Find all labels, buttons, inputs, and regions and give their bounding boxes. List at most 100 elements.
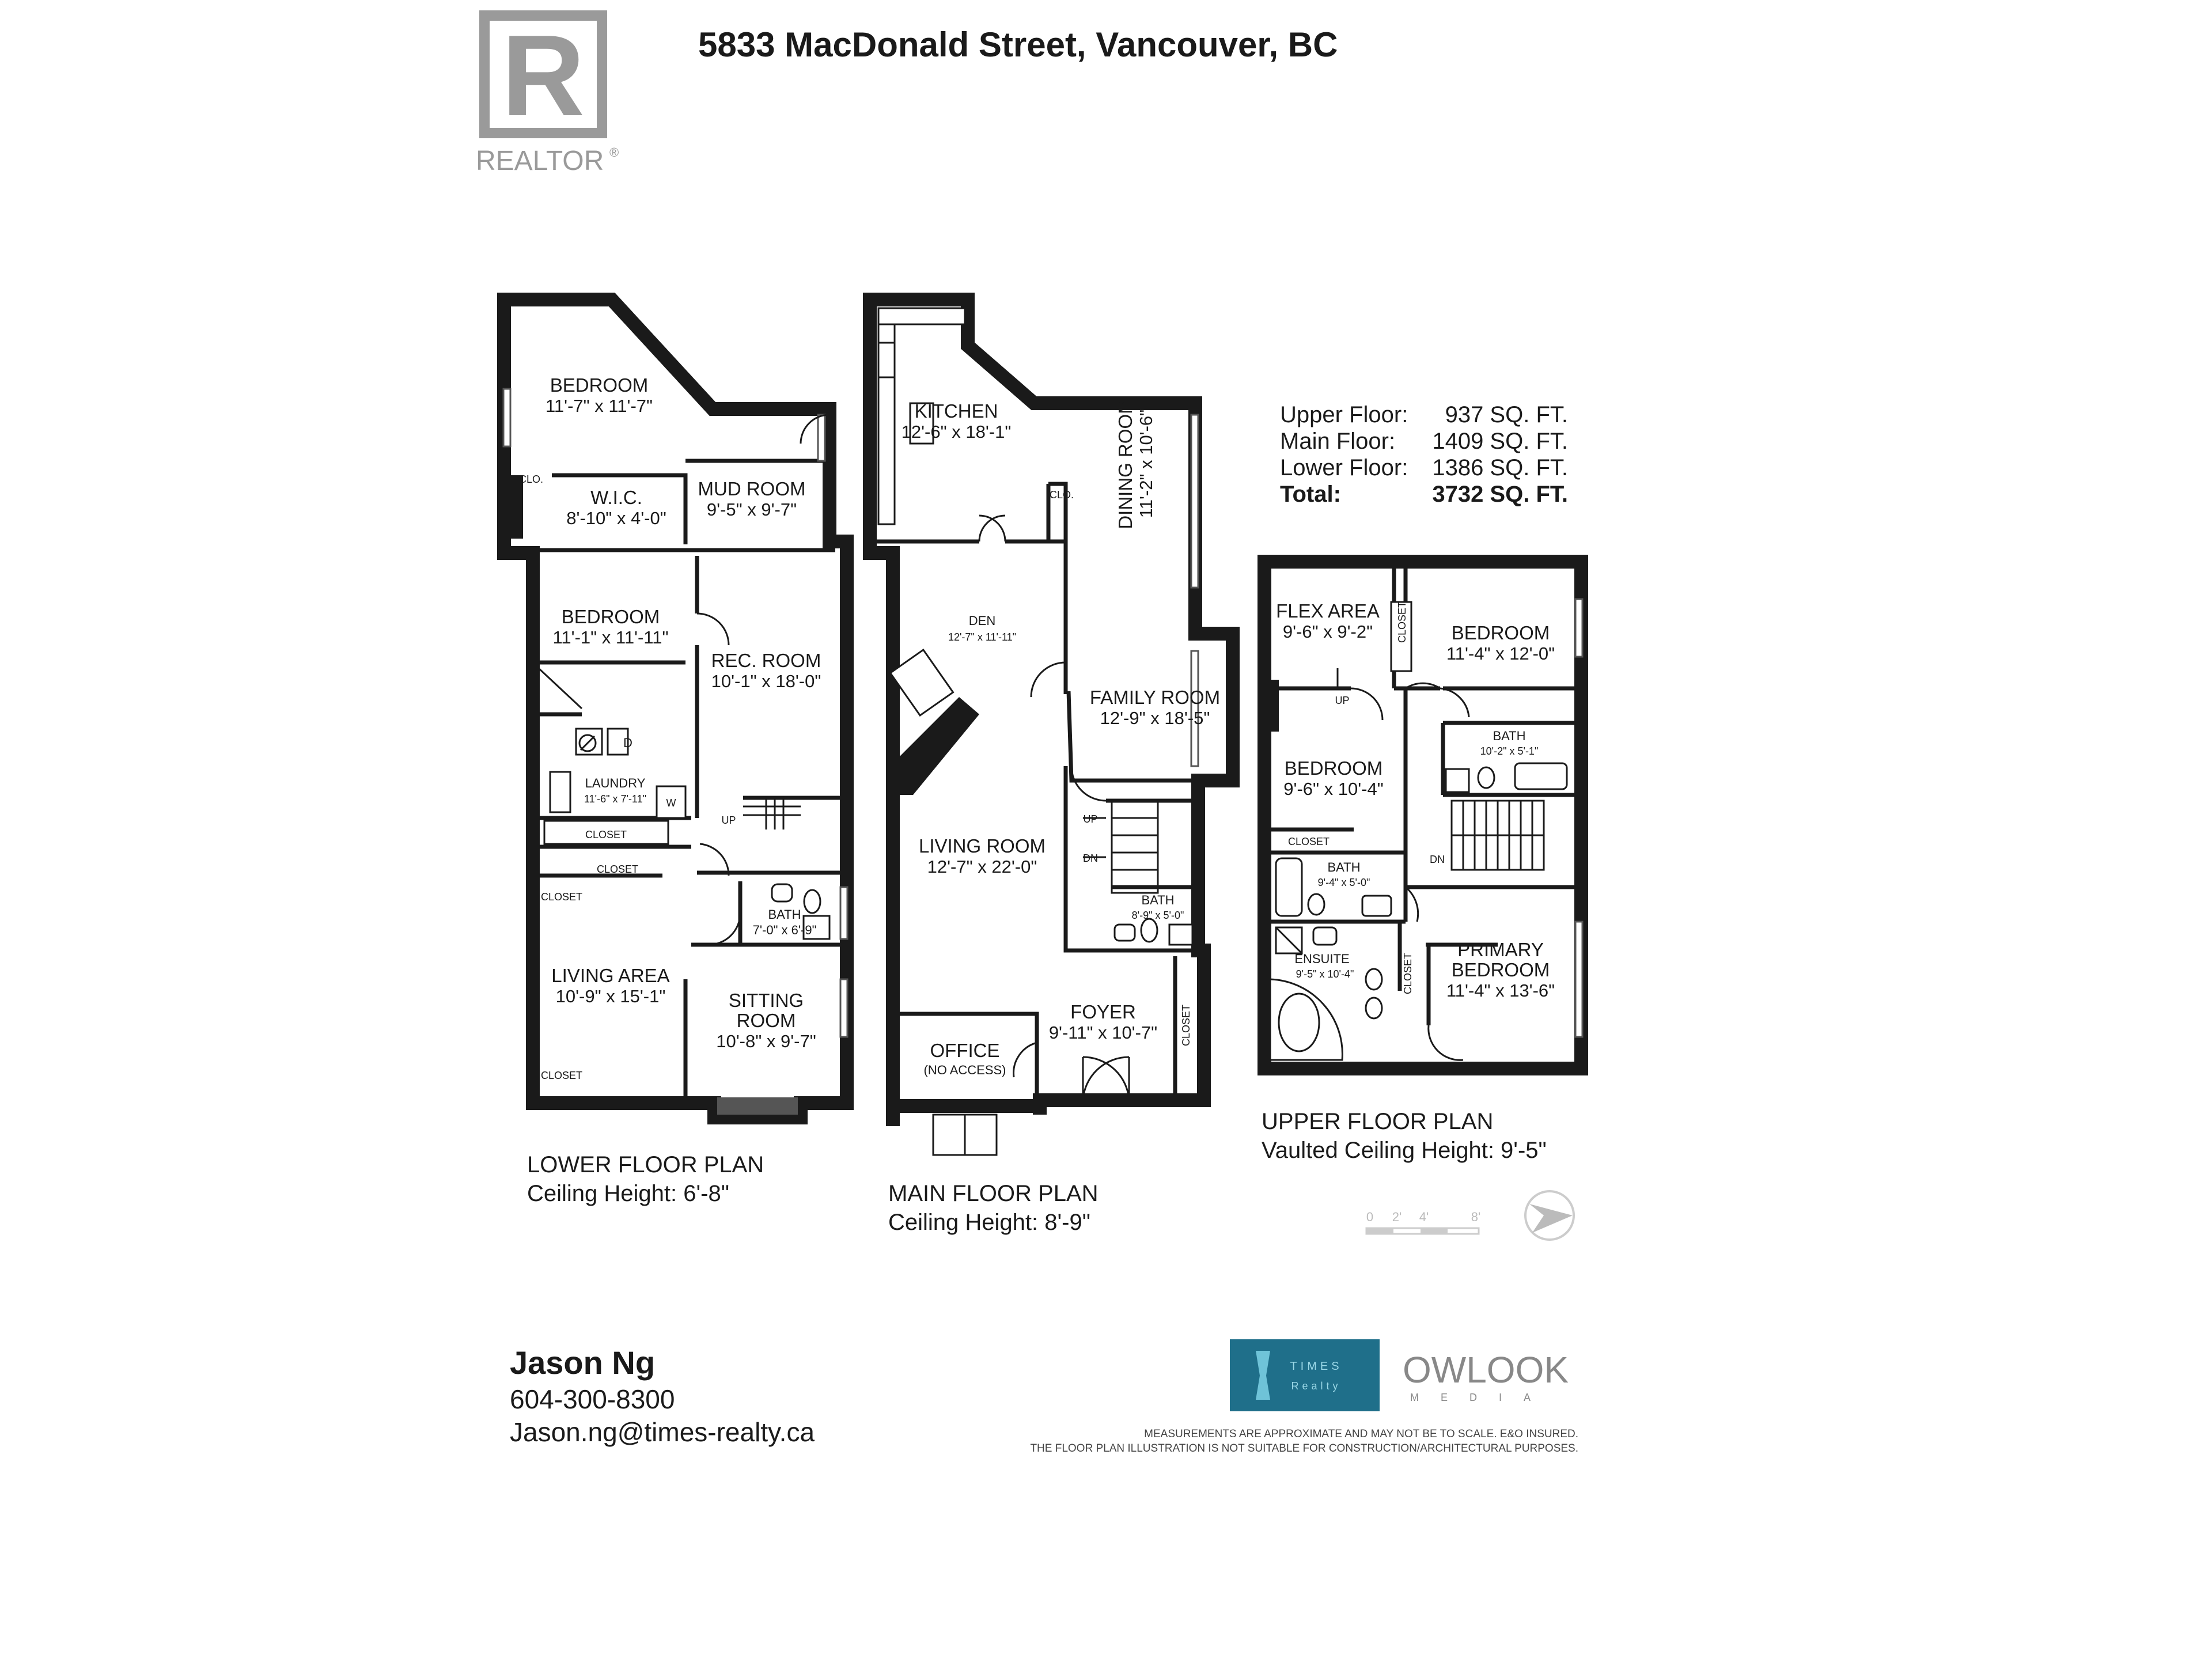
upper-stairs-down-label: DN <box>1430 854 1445 865</box>
main-plan-title: MAIN FLOOR PLAN <box>888 1181 1099 1206</box>
lower-bath-name: BATH <box>768 907 801 922</box>
lower-laundry-dims: 11'-6" x 7'-11" <box>584 793 646 805</box>
upper-ensuite-name: ENSUITE <box>1294 952 1349 966</box>
times-realty-line2: Realty <box>1291 1380 1341 1392</box>
lower-rec-room-dims: 10'-1" x 18'-0" <box>711 671 821 691</box>
main-dining-room-name: DINING ROOM <box>1115 398 1136 529</box>
lower-bedroom2-name: BEDROOM <box>562 606 660 627</box>
lower-closet4-label: CLOSET <box>541 1070 582 1081</box>
upper-bath1-dims: 10'-2" x 5'-1" <box>1480 745 1539 757</box>
lower-floor-value: 1386 SQ. FT. <box>1432 455 1568 480</box>
upper-bath2-dims: 9'-4" x 5'-0" <box>1318 877 1370 888</box>
lower-living-area-name: LIVING AREA <box>551 965 669 986</box>
main-clo-label: CLO. <box>1050 489 1074 501</box>
main-kitchen-dims: 12'-6" x 18'-1" <box>902 422 1012 442</box>
lower-closet3-label: CLOSET <box>541 891 582 903</box>
lower-floor-label: Lower Floor: <box>1280 455 1408 480</box>
main-bath-dims: 8'-9" x 5'-0" <box>1132 910 1184 921</box>
times-realty-line1: TIMES <box>1290 1360 1342 1373</box>
main-floor-label: Main Floor: <box>1280 429 1395 454</box>
main-den-name: DEN <box>969 613 995 628</box>
lower-bedroom2-dims: 11'-1" x 11'-11" <box>552 627 668 647</box>
scale-bar: 0 2' 4' 8' <box>1365 1210 1480 1235</box>
realtor-logo-text: REALTOR <box>476 146 604 176</box>
realtor-logo-letter: R <box>502 12 585 140</box>
lower-plan-subtitle: Ceiling Height: 6'-8" <box>527 1181 729 1206</box>
main-bath-name: BATH <box>1141 893 1174 907</box>
upper-floor-plan: FLEX AREA 9'-6" x 9'-2" CLOSET BEDROOM 1… <box>1257 555 1588 1075</box>
disclaimer-line2: THE FLOOR PLAN ILLUSTRATION IS NOT SUITA… <box>1030 1442 1578 1455</box>
main-office-name: OFFICE <box>930 1040 1000 1061</box>
agent-phone: 604-300-8300 <box>510 1384 675 1414</box>
total-label: Total: <box>1280 482 1341 507</box>
times-realty-logo: TIMES Realty <box>1230 1339 1380 1411</box>
main-living-room-name: LIVING ROOM <box>919 835 1046 857</box>
main-closet-label: CLOSET <box>1180 1005 1192 1046</box>
north-arrow-icon <box>1524 1190 1575 1241</box>
lower-floor-plan: BEDROOM 11'-7" x 11'-7" CLO. W.I.C. 8'-1… <box>497 293 854 1124</box>
main-family-room-name: FAMILY ROOM <box>1090 687 1220 708</box>
lower-stairs-up-label: UP <box>721 815 736 826</box>
dryer-label: D <box>623 736 632 750</box>
upper-bath2-name: BATH <box>1327 860 1360 874</box>
lower-mud-room-dims: 9'-5" x 9'-7" <box>707 499 797 520</box>
upper-flex-area-name: FLEX AREA <box>1276 600 1380 622</box>
main-floor-plan: KITCHEN 12'-6" x 18'-1" CLO. DINING ROOM… <box>863 293 1240 1156</box>
upper-bedroom1-name: BEDROOM <box>1452 622 1550 643</box>
lower-living-area-dims: 10'-9" x 15'-1" <box>556 986 666 1006</box>
upper-primary-bedroom-name1: PRIMARY <box>1457 939 1544 960</box>
main-office-note: (NO ACCESS) <box>923 1063 1006 1077</box>
square-footage-summary: Upper Floor: 937 SQ. FT. Main Floor: 140… <box>1280 402 1568 507</box>
main-floor-value: 1409 SQ. FT. <box>1432 429 1568 454</box>
lower-plan-title: LOWER FLOOR PLAN <box>527 1152 764 1177</box>
lower-mud-room-name: MUD ROOM <box>698 478 806 499</box>
main-dining-room-dims: 11'-2" x 10'-6" <box>1136 410 1156 518</box>
disclaimer-line1: MEASUREMENTS ARE APPROXIMATE AND MAY NOT… <box>1144 1428 1578 1440</box>
upper-floor-value: 937 SQ. FT. <box>1445 402 1568 427</box>
scale-tick-8: 8' <box>1471 1210 1480 1224</box>
owlook-media-label: MEDIA <box>1410 1392 1552 1403</box>
lower-closet2-label: CLOSET <box>597 863 638 875</box>
main-stairs-down-label: DN <box>1083 853 1098 864</box>
upper-bedroom2-dims: 9'-6" x 10'-4" <box>1283 779 1383 799</box>
upper-bedroom2-name: BEDROOM <box>1285 757 1383 779</box>
lower-bedroom1-dims: 11'-7" x 11'-7" <box>546 396 653 416</box>
lower-bedroom1-name: BEDROOM <box>550 374 649 396</box>
upper-closet2-label: CLOSET <box>1288 836 1330 847</box>
upper-closet3-label: CLOSET <box>1402 953 1414 994</box>
upper-plan-subtitle: Vaulted Ceiling Height: 9'-5" <box>1262 1138 1547 1163</box>
upper-bedroom1-dims: 11'-4" x 12'-0" <box>1446 643 1555 664</box>
lower-laundry-name: LAUNDRY <box>585 776 646 790</box>
owlook-media-logo: OWLOOK MEDIA <box>1403 1349 1569 1403</box>
main-stairs-up-label: UP <box>1083 813 1097 825</box>
realtor-logo: R REALTOR ® <box>476 10 619 176</box>
upper-bath1-name: BATH <box>1493 729 1525 743</box>
upper-plan-title: UPPER FLOOR PLAN <box>1262 1109 1493 1134</box>
upper-primary-bedroom-name2: BEDROOM <box>1452 959 1550 980</box>
lower-sitting-room-name1: SITTING <box>729 990 804 1011</box>
upper-closet1-label: CLOSET <box>1396 601 1408 643</box>
lower-wic-name: W.I.C. <box>590 487 642 508</box>
main-plan-subtitle: Ceiling Height: 8'-9" <box>888 1210 1090 1235</box>
upper-stairs-up-label: UP <box>1335 695 1349 706</box>
agent-email[interactable]: Jason.ng@times-realty.ca <box>510 1417 815 1447</box>
scale-tick-4: 4' <box>1419 1210 1429 1224</box>
upper-primary-bedroom-dims: 11'-4" x 13'-6" <box>1446 980 1555 1001</box>
lower-sitting-room-name2: ROOM <box>737 1010 796 1031</box>
upper-ensuite-dims: 9'-5" x 10'-4" <box>1296 968 1354 980</box>
scale-tick-2: 2' <box>1392 1210 1402 1224</box>
main-kitchen-name: KITCHEN <box>915 400 998 422</box>
main-foyer-dims: 9'-11" x 10'-7" <box>1049 1022 1157 1043</box>
property-address: 5833 MacDonald Street, Vancouver, BC <box>698 25 1338 64</box>
main-family-room-dims: 12'-9" x 18'-5" <box>1100 708 1210 728</box>
agent-name: Jason Ng <box>510 1344 655 1381</box>
lower-rec-room-name: REC. ROOM <box>711 650 821 671</box>
lower-wic-dims: 8'-10" x 4'-0" <box>566 508 666 528</box>
lower-clo-label: CLO. <box>519 474 543 485</box>
main-living-room-dims: 12'-7" x 22'-0" <box>927 857 1037 877</box>
washer-label: W <box>666 797 676 809</box>
main-den-dims: 12'-7" x 11'-11" <box>948 631 1016 643</box>
realtor-registered-mark: ® <box>609 145 619 160</box>
lower-closet1-label: CLOSET <box>585 829 627 840</box>
